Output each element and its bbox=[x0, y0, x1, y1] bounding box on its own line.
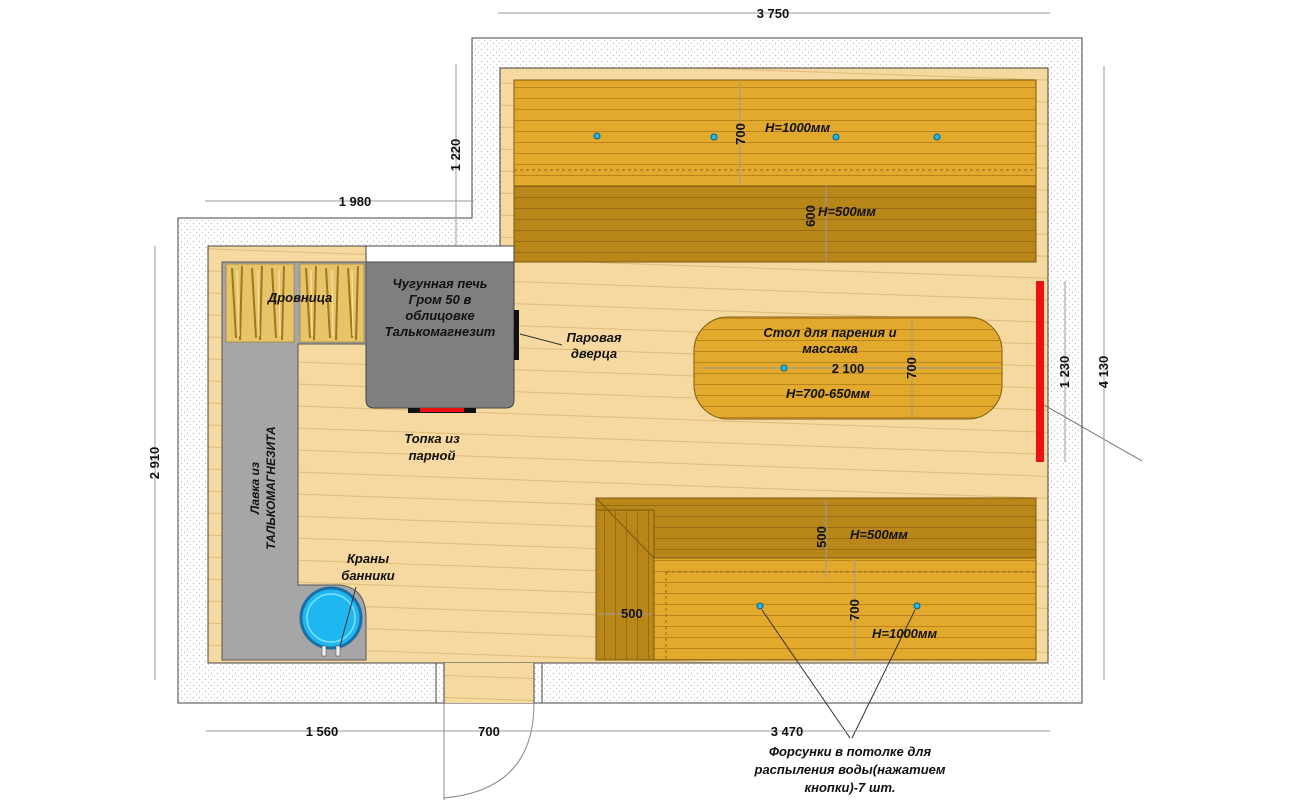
dim-bottom-right: 3 470 bbox=[771, 724, 804, 739]
firebox-label-line2: парной bbox=[409, 448, 456, 463]
dim-notch-height: 1 220 bbox=[448, 139, 463, 172]
nozzle bbox=[913, 602, 921, 610]
top-shelf bbox=[513, 79, 1037, 187]
bench-label-line2: ТАЛЬКОМАГНЕЗИТА bbox=[264, 426, 278, 549]
nozzle bbox=[933, 133, 941, 141]
nozzle-button-marker bbox=[1036, 281, 1044, 462]
tap-right bbox=[335, 645, 341, 657]
nozzles-label-line2: распыления воды(нажатием bbox=[754, 762, 946, 777]
bottom-shelf bbox=[653, 557, 1037, 661]
water-tank bbox=[299, 586, 363, 650]
nozzle bbox=[832, 133, 840, 141]
table-height: H=700-650мм bbox=[786, 386, 870, 401]
ceiling-nozzles bbox=[593, 132, 941, 610]
door-swing-arc bbox=[443, 702, 535, 799]
nozzle bbox=[710, 133, 718, 141]
bottom-shelf-step-depth: 500 bbox=[814, 526, 829, 548]
top-shelf-step-height: H=500мм bbox=[818, 204, 876, 219]
stove-top-strip bbox=[365, 245, 515, 263]
stove-label-line2: Гром 50 в bbox=[409, 292, 472, 307]
table-label-line1: Стол для парения и bbox=[763, 325, 896, 340]
door-threshold bbox=[444, 663, 534, 703]
firewood-rack bbox=[225, 263, 365, 343]
top-shelf-height: H=1000мм bbox=[765, 120, 831, 135]
firewood-label: Дровница bbox=[267, 290, 332, 305]
door-corner-left bbox=[435, 662, 445, 704]
dim-top-width: 3 750 bbox=[757, 6, 790, 21]
top-shelf-depth: 700 bbox=[733, 123, 748, 145]
steam-door-marker bbox=[514, 310, 519, 360]
stove-label-line1: Чугунная печь bbox=[393, 276, 488, 291]
bottom-shelf-depth: 700 bbox=[847, 599, 862, 621]
bottom-shelf-step-height: H=500мм bbox=[850, 527, 908, 542]
steam-door-label-line1: Паровая bbox=[566, 330, 621, 345]
door-corner-right bbox=[533, 662, 543, 704]
top-shelf-step bbox=[513, 185, 1037, 263]
bench-label-line1: Лавка из bbox=[248, 462, 262, 515]
nozzles-label-line3: кнопки)-7 шт. bbox=[805, 780, 896, 795]
taps-label-line2: банники bbox=[341, 568, 395, 583]
stove bbox=[365, 261, 515, 409]
dim-right-height: 4 130 bbox=[1096, 356, 1111, 389]
dim-bottom-left: 1 560 bbox=[306, 724, 339, 739]
nozzle bbox=[780, 364, 788, 372]
table-length: 2 100 bbox=[832, 361, 865, 376]
nozzle bbox=[593, 132, 601, 140]
tap-left bbox=[321, 645, 327, 657]
talcomagnesite-bench bbox=[221, 261, 367, 661]
table-width: 700 bbox=[904, 357, 919, 379]
table-label-line2: массажа bbox=[802, 341, 858, 356]
top-shelf-step-depth: 600 bbox=[803, 205, 818, 227]
taps-label-line1: Краны bbox=[347, 551, 389, 566]
bottom-shelf-side-depth: 500 bbox=[621, 606, 643, 621]
stove-label-line3: облицовке bbox=[405, 308, 474, 323]
dim-left-block-width: 1 980 bbox=[339, 194, 372, 209]
stove-label-line4: Талькомагнезит bbox=[385, 324, 496, 339]
nozzle bbox=[756, 602, 764, 610]
steam-door-label-line2: дверца bbox=[571, 346, 617, 361]
nozzles-label-line1: Форсунки в потолке для bbox=[769, 744, 932, 759]
bottom-shelf-side-step bbox=[595, 509, 655, 661]
dim-left-height: 2 910 bbox=[147, 447, 162, 480]
dim-door-width: 700 bbox=[478, 724, 500, 739]
bottom-shelf-height: H=1000мм bbox=[872, 626, 938, 641]
dim-wall-segment: 1 230 bbox=[1057, 356, 1072, 389]
firebox-label-line1: Топка из bbox=[404, 431, 460, 446]
